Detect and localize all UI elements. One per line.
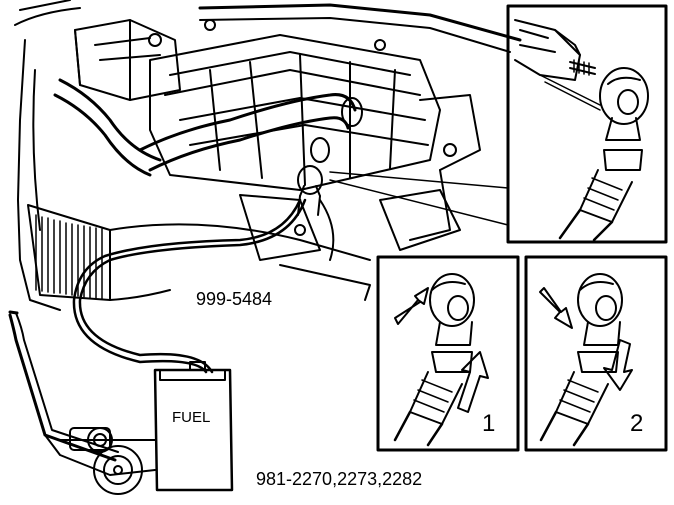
gauge-tool-number: 999-5484 <box>196 289 273 309</box>
gauge-hose <box>72 198 307 374</box>
inset-connection-detail <box>506 4 668 244</box>
fuel-drain-cart <box>8 310 234 495</box>
inset-step-1 <box>376 255 520 452</box>
inset-step-2 <box>524 255 668 452</box>
step-number-1: 1 <box>482 410 496 437</box>
callout-leader-lines <box>329 171 509 226</box>
drain-unit-tool-numbers: 981-2270,2273,2282 <box>256 469 423 489</box>
step-number-2: 2 <box>630 410 644 437</box>
engine-bay <box>14 0 522 311</box>
fuel-tank-label: FUEL <box>172 409 211 426</box>
